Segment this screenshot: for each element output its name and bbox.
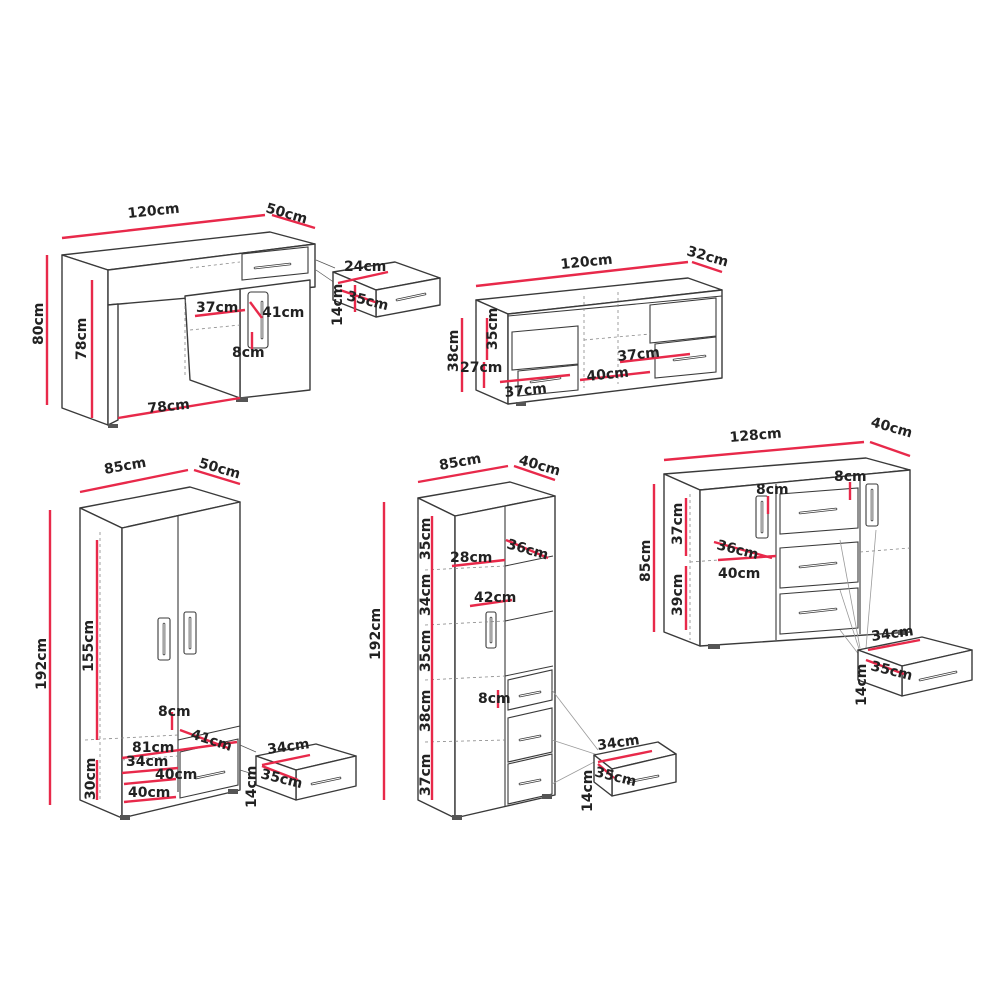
bookcase-width-label: 85cm [438, 451, 483, 474]
bookcase-drawer-height-label: 14cm [580, 770, 596, 812]
sideboard-drawer-height-label: 14cm [854, 664, 870, 706]
wardrobe-height-label: 192cm [34, 638, 50, 690]
tv-unit-middle-width-label: 40cm [586, 365, 630, 385]
tv-unit-drawer-width-right-label: 37cm [617, 345, 661, 365]
sideboard-dimension-lines [652, 440, 911, 632]
tv-unit-drawer-width-left-label: 37cm [504, 381, 548, 401]
bookcase-gap-label: 8cm [478, 691, 511, 707]
wardrobe-width-label: 85cm [103, 455, 148, 478]
wardrobe-drawer-height-label: 14cm [244, 766, 260, 808]
tv-unit-width-label: 120cm [560, 252, 614, 273]
bookcase-shelf-height-1-label: 35cm [418, 518, 434, 560]
bookcase-shelf-height-3-label: 35cm [418, 630, 434, 672]
sideboard-width-label: 128cm [729, 426, 782, 446]
wardrobe-drawer-width-label: 34cm [266, 736, 310, 758]
desk-shelf-width-label: 37cm [196, 300, 238, 316]
desk-drawer-width-label: 24cm [344, 259, 386, 275]
sideboard-height-label: 85cm [638, 540, 654, 582]
wardrobe-drawer-width-b-label: 40cm [128, 785, 170, 801]
sideboard-shelf-width-label: 40cm [718, 566, 760, 582]
bookcase-drawing [417, 481, 599, 820]
wardrobe-upper-height-label: 155cm [81, 620, 97, 672]
sideboard-lower-height-label: 39cm [670, 574, 686, 616]
desk-height-label: 80cm [31, 303, 47, 345]
desk-knee-width-label: 78cm [147, 397, 191, 417]
tv-unit-height-label: 38cm [446, 330, 462, 372]
bookcase-dimension-lines [382, 464, 556, 800]
desk-drawing [61, 231, 336, 428]
tv-unit-dimension-lines [460, 260, 723, 392]
sideboard-drawing [663, 457, 911, 657]
wardrobe-drawer-drawing [255, 743, 357, 801]
desk-width-label: 120cm [127, 201, 181, 222]
sideboard-drawer-width-label: 34cm [870, 623, 914, 645]
desk-leg-height-label: 78cm [74, 318, 90, 360]
sideboard-gap-b-label: 8cm [834, 469, 867, 485]
tv-unit-inner-height-a-label: 35cm [485, 308, 501, 350]
desk-drawer-drawing [332, 261, 441, 318]
bookcase-height-label: 192cm [368, 608, 384, 660]
desk-dimension-lines [45, 213, 316, 420]
desk-gap-label: 8cm [232, 345, 265, 361]
bookcase-shelf-width-label: 28cm [450, 550, 492, 566]
bookcase-shelf-height-4-label: 38cm [418, 690, 434, 732]
bookcase-drawer-drawing [593, 741, 677, 797]
bookcase-drawer-width-label: 34cm [596, 732, 640, 754]
bookcase-shelf-height-2-label: 34cm [418, 574, 434, 616]
sideboard-gap-a-label: 8cm [756, 482, 789, 498]
wardrobe-dimension-lines [48, 468, 241, 805]
wardrobe-inner-width-label: 81cm [132, 740, 174, 756]
wardrobe-drawing [79, 486, 257, 820]
bookcase-shelf-height-5-label: 37cm [418, 754, 434, 796]
bookcase-cabinet-width-label: 42cm [474, 590, 516, 606]
wardrobe-lower-height-label: 30cm [83, 758, 99, 800]
desk-drawer-height-label: 14cm [330, 284, 346, 326]
tv-unit-inner-height-b-label: 27cm [460, 360, 502, 376]
sideboard-upper-height-label: 37cm [670, 503, 686, 545]
sideboard-drawer-drawing [857, 636, 973, 697]
wardrobe-gap-label: 8cm [158, 704, 191, 720]
wardrobe-drawer-width-a-label: 40cm [155, 767, 197, 783]
desk-shelf-depth-label: 41cm [262, 305, 304, 321]
desk-depth-label: 50cm [264, 200, 309, 227]
sideboard-depth-label: 40cm [869, 414, 914, 441]
wardrobe-drawer-depth-a-label: 34cm [126, 754, 168, 770]
